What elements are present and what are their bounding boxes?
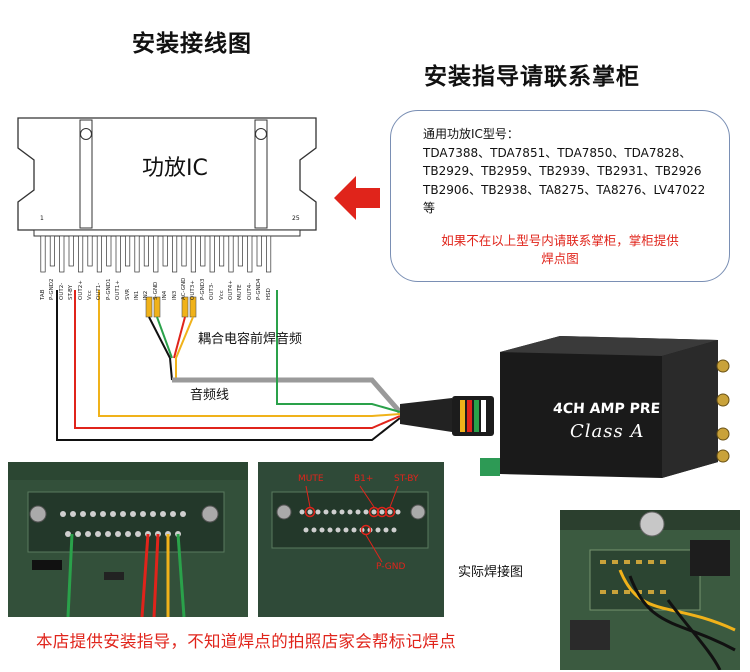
- pin-first-label: 1: [40, 215, 44, 222]
- pin-label: OUT2+: [77, 280, 84, 300]
- ic-pin: [59, 235, 65, 273]
- pin-label: P-GND1: [105, 278, 112, 301]
- models-line-3: TB2906、TB2938、TA8275、TA8276、LV47022: [423, 182, 706, 197]
- ic-pin: [237, 235, 243, 267]
- ic-pins: [40, 235, 272, 273]
- ic-pin: [266, 235, 272, 273]
- ic-pin: [106, 235, 112, 267]
- actual-solder-caption: 实际焊接图: [458, 565, 524, 580]
- solder-photo-1: [8, 462, 248, 617]
- coupling-caption: 耦合电容前焊音频: [198, 332, 303, 347]
- solder-photo-2: MUTE B1+ ST-BY P-GND: [258, 462, 444, 617]
- models-line-2: TB2929、TB2959、TB2939、TB2931、TB2926: [423, 164, 702, 178]
- ic-pin: [200, 235, 206, 267]
- audio-cable: [172, 377, 402, 414]
- ic-pin: [143, 235, 149, 267]
- ic-pin: [115, 235, 121, 273]
- solder-photo-3: [560, 510, 740, 670]
- pin-label: IN1: [134, 290, 140, 300]
- ic-pin: [247, 235, 253, 273]
- pin-label: AC-GND: [181, 277, 187, 300]
- amp-model-label: 4CH AMP PRE: [552, 401, 661, 417]
- pin-label: P-GND4: [256, 278, 263, 301]
- ic-model-info-box: 通用功放IC型号： TDA7388、TDA7851、TDA7850、TDA782…: [390, 110, 730, 282]
- ic-pin: [190, 235, 196, 273]
- coupling-capacitors: [145, 296, 197, 318]
- ic-pin: [40, 235, 46, 273]
- pin-label: IN2: [143, 290, 150, 300]
- ic-pin: [181, 235, 187, 267]
- ic-pin: [78, 235, 84, 273]
- ic-pin: [228, 235, 234, 273]
- pin-last-label: 25: [292, 215, 300, 222]
- ic-pin: [172, 235, 178, 273]
- b-plus-mark: B1+: [354, 474, 374, 484]
- contact-note-2: 焊点图: [541, 250, 579, 266]
- ic-pin: [153, 235, 159, 273]
- audio-line-caption: 音频线: [190, 388, 230, 403]
- wiring-title: 安装接线图: [132, 31, 252, 57]
- pin-label: P-GND2: [49, 278, 56, 301]
- ic-title: 功放IC: [142, 156, 208, 181]
- pin-label: Vcc: [87, 290, 93, 300]
- ic-pin: [49, 235, 55, 267]
- st-by-mark: ST-BY: [394, 474, 419, 484]
- gnd-mark: P-GND: [376, 562, 406, 572]
- pin-label: TAB: [40, 289, 46, 300]
- mute-mark: MUTE: [298, 474, 324, 484]
- info-heading: 通用功放IC型号：: [423, 127, 519, 141]
- pin-label: OUT2-: [58, 282, 65, 300]
- pin-label: OUT3-: [209, 282, 216, 300]
- ic-pin: [162, 235, 168, 267]
- ic-pin: [68, 235, 74, 267]
- ic-pin: [87, 235, 93, 267]
- amp-module: [480, 336, 730, 478]
- ic-pin: [219, 235, 225, 267]
- pin-label: MUTE: [237, 284, 244, 300]
- ic-pin: [96, 235, 102, 273]
- pin-label: OUT4-: [246, 282, 253, 300]
- pin-label: SVR: [124, 288, 131, 300]
- pin-label: IN4: [162, 290, 169, 300]
- ic-chip: [17, 117, 317, 237]
- wire-connector: [400, 396, 494, 436]
- ic-pin: [209, 235, 215, 273]
- ic-pin: [134, 235, 140, 273]
- amp-class-label: Class A: [570, 421, 645, 442]
- contact-note-1: 如果不在以上型号内请联系掌柜，掌柜提供: [441, 232, 679, 248]
- pin-label: S-GND: [152, 281, 159, 300]
- ic-pin: [256, 235, 262, 267]
- power-wires: [56, 290, 401, 441]
- pin-label: HSD: [265, 288, 272, 300]
- bottom-note: 本店提供安装指导，不知道焊点的拍照店家会帮标记焊点: [36, 632, 456, 651]
- guidance-title: 安装指导请联系掌柜: [424, 64, 640, 90]
- arrow-left-icon: [334, 176, 380, 220]
- pin-label: ST-BY: [68, 285, 75, 300]
- pin-label: OUT1-: [96, 282, 103, 300]
- pin-label: OUT1+: [115, 280, 122, 300]
- pin-label: OUT4+: [228, 280, 234, 300]
- pin-label: P-GND3: [199, 278, 206, 301]
- models-line-4: 等: [423, 201, 436, 215]
- pin-label: OUT3+: [190, 280, 197, 300]
- ic-pin: [125, 235, 131, 267]
- audio-wires: [148, 316, 194, 381]
- pin-label: Vcc: [218, 290, 225, 300]
- pin-label: IN3: [171, 290, 178, 300]
- models-line-1: TDA7388、TDA7851、TDA7850、TDA7828、: [423, 145, 692, 160]
